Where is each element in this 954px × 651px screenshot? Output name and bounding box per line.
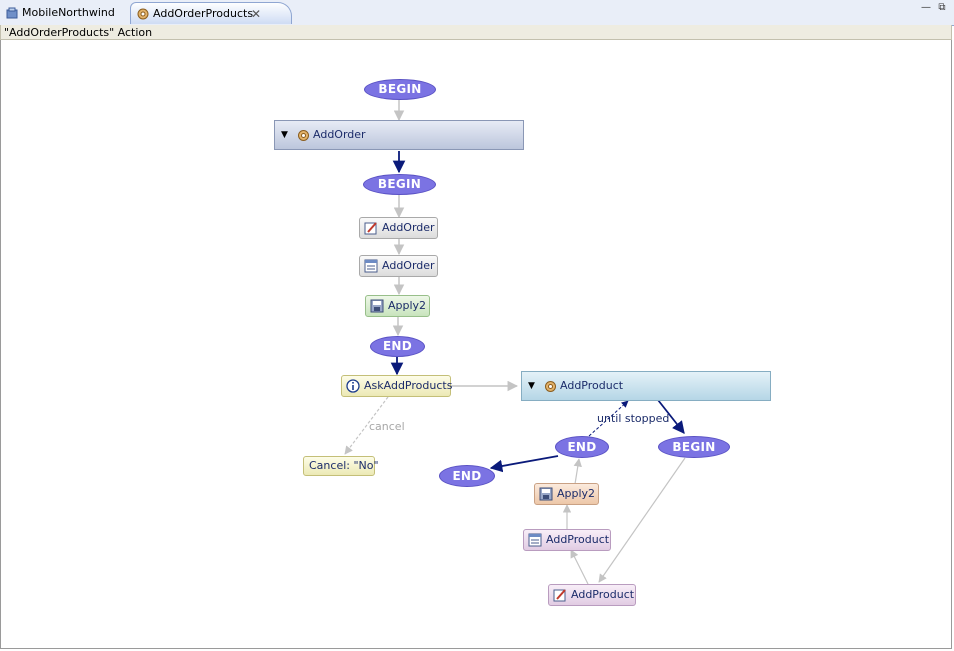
tab-label: MobileNorthwind (22, 6, 115, 19)
group-label: AddProduct (560, 379, 624, 392)
edge (657, 399, 685, 434)
group-add-order[interactable]: ▼ AddOrder (274, 120, 524, 150)
node-label: AddOrder (382, 259, 435, 272)
edge (344, 396, 389, 455)
group-label: AddOrder (313, 128, 366, 141)
end-node[interactable]: END (439, 465, 495, 487)
apply-node-product[interactable]: Apply2 (534, 483, 599, 505)
edit-form-icon (553, 589, 566, 602)
edit-node-add-order[interactable]: AddOrder (359, 217, 438, 239)
ask-node-add-products[interactable]: AskAddProducts (341, 375, 453, 397)
end-node[interactable]: END (370, 336, 425, 357)
edge (598, 457, 686, 583)
end-node[interactable]: END (555, 436, 609, 458)
edit-form-icon (364, 222, 377, 235)
diagram-edges (344, 100, 686, 585)
minimize-icon[interactable]: — (921, 2, 931, 13)
edge-label-cancel: cancel (369, 420, 405, 433)
info-icon (346, 379, 360, 393)
cancel-node[interactable]: Cancel: "No" (303, 456, 379, 476)
edge-label-until-stopped: until stopped (597, 412, 670, 425)
tab-label: AddOrderProducts (153, 7, 254, 20)
restore-icon[interactable]: ⧉ (938, 2, 946, 13)
begin-node[interactable]: BEGIN (658, 436, 730, 458)
tab-mobile-northwind[interactable]: MobileNorthwind (0, 2, 130, 24)
node-label: AddOrder (382, 221, 435, 234)
begin-node[interactable]: BEGIN (364, 79, 436, 100)
edge (570, 549, 589, 585)
list-node-add-product[interactable]: AddProduct (523, 529, 611, 551)
gear-icon (545, 381, 556, 392)
list-form-icon (364, 259, 378, 273)
list-form-icon (528, 533, 542, 547)
diagram-canvas[interactable]: BEGIN ▼ AddOrder BEGIN AddOrder AddOrder (0, 40, 952, 649)
close-icon[interactable]: ✕ (251, 7, 262, 21)
node-label: AskAddProducts (364, 379, 453, 392)
node-label: Apply2 (557, 487, 596, 500)
group-add-product[interactable]: ▼ AddProduct (521, 371, 771, 401)
edge (588, 400, 629, 437)
edge (489, 455, 559, 473)
project-icon (6, 7, 18, 19)
apply-node-order[interactable]: Apply2 (365, 295, 430, 317)
collapse-icon[interactable]: ▼ (528, 381, 535, 391)
collapse-icon[interactable]: ▼ (281, 130, 288, 140)
editor-tab-bar: MobileNorthwind AddOrderProducts ✕ — ⧉ (0, 0, 954, 26)
node-label: AddProduct (546, 533, 610, 546)
save-icon (539, 487, 553, 501)
begin-node[interactable]: BEGIN (363, 174, 436, 195)
edge (573, 458, 582, 485)
edit-node-add-product[interactable]: AddProduct (548, 584, 636, 606)
list-node-add-order[interactable]: AddOrder (359, 255, 438, 277)
node-label: AddProduct (571, 588, 635, 601)
gear-icon (298, 130, 309, 141)
action-header: "AddOrderProducts" Action (0, 25, 952, 40)
save-icon (370, 299, 384, 313)
node-label: Apply2 (388, 299, 427, 312)
gear-icon (137, 8, 149, 20)
tab-add-order-products[interactable]: AddOrderProducts ✕ (130, 2, 292, 24)
